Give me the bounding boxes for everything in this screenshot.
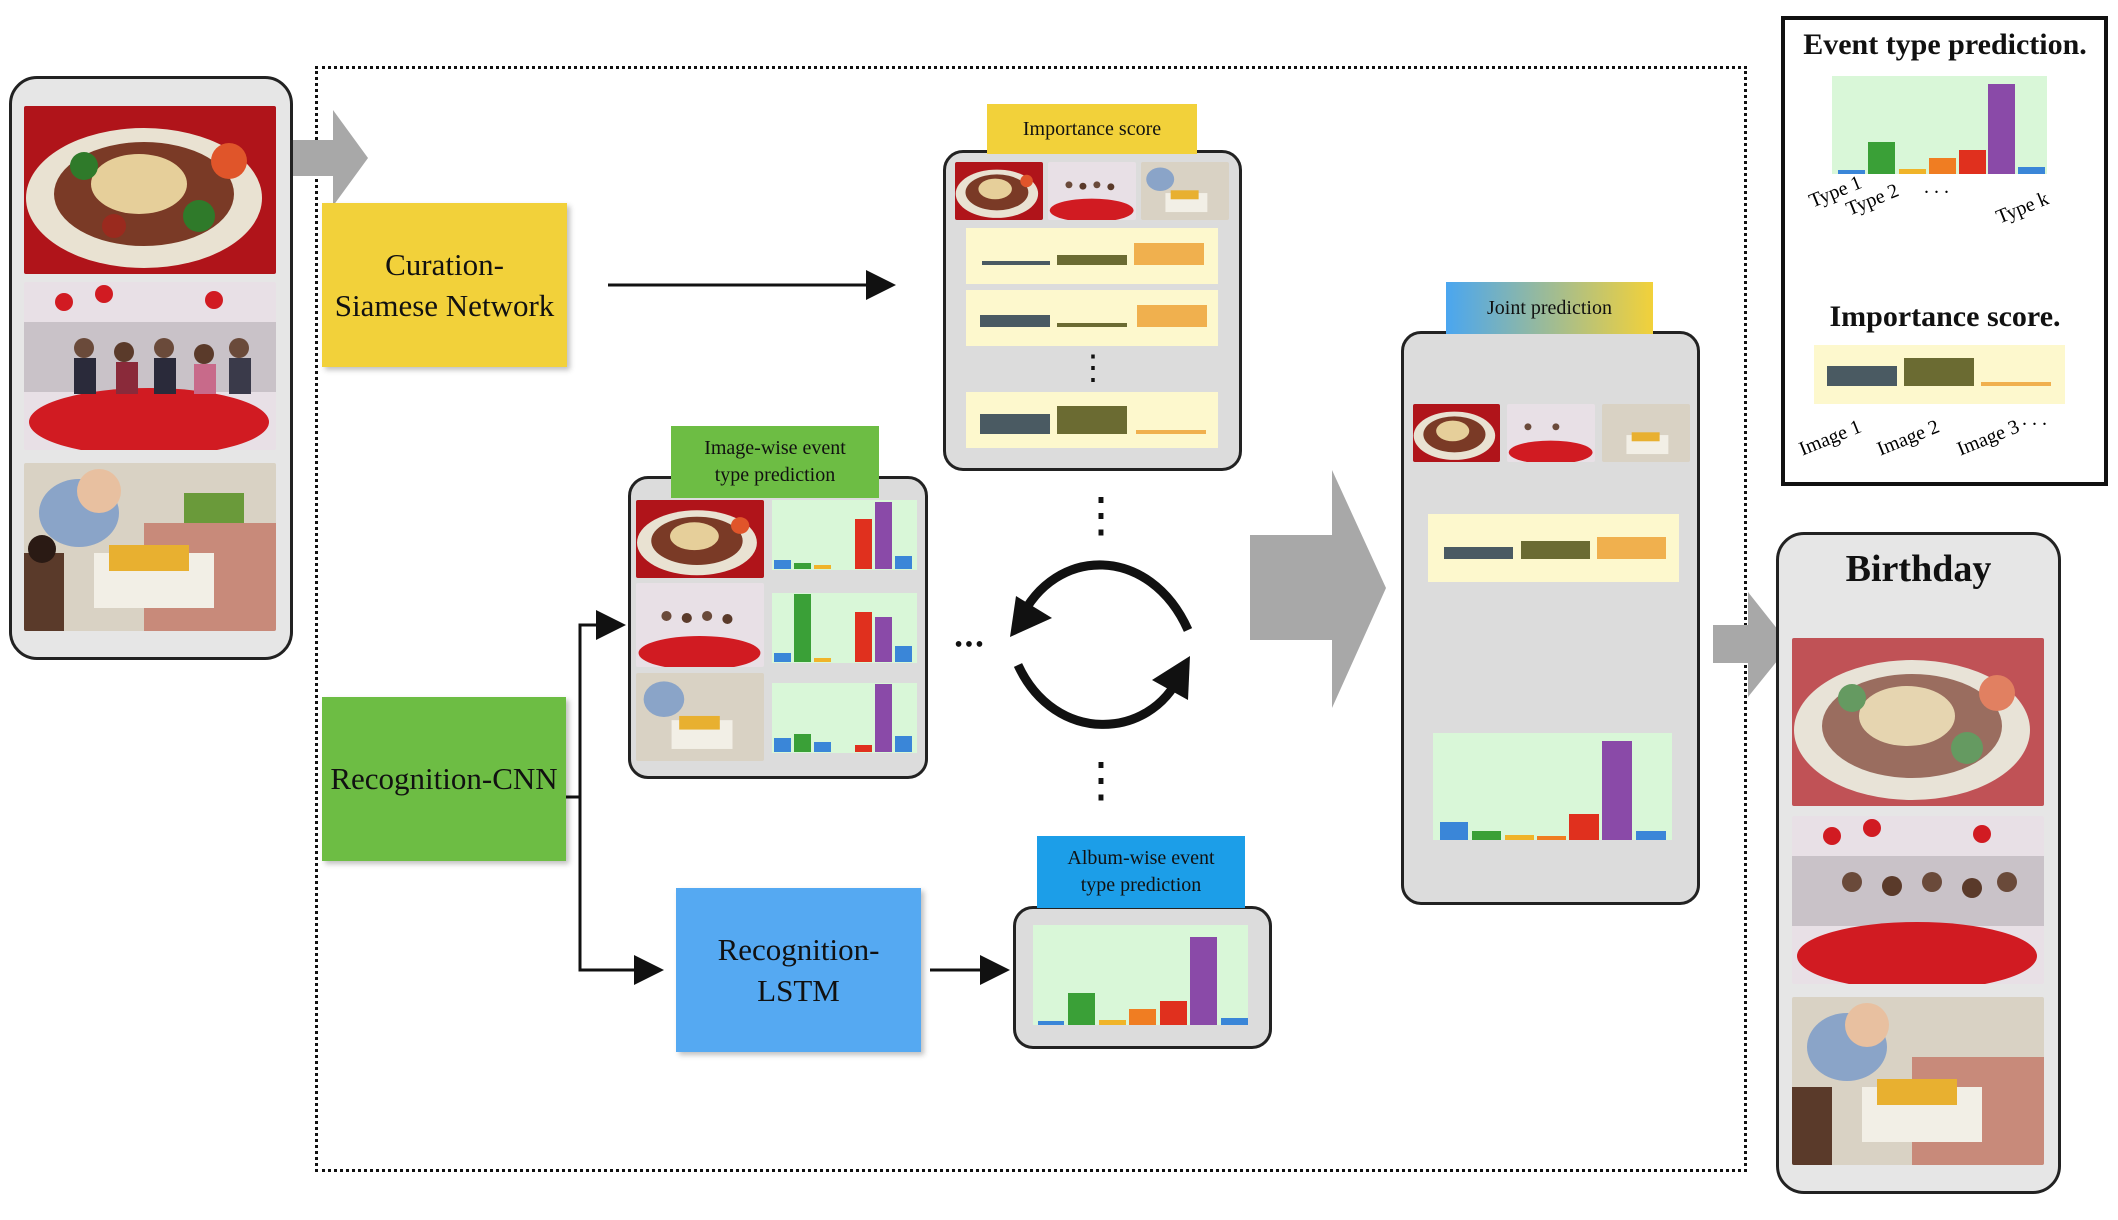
event-bar: [895, 736, 912, 752]
event-bar: [1929, 158, 1956, 174]
input-arrow: [286, 110, 368, 206]
event-bar: [1537, 836, 1566, 840]
event-bar: [1099, 1020, 1126, 1025]
image-wise-thumb-3: [636, 673, 764, 761]
cycle-top-head: [1010, 596, 1052, 637]
event-bar: [1602, 741, 1632, 840]
event-bar: [1899, 169, 1926, 174]
output-photo-banquet-dish: [1792, 638, 2044, 806]
event-bar: [1636, 831, 1666, 840]
event-bar: [1472, 831, 1501, 840]
image-wise-chart-1: [772, 500, 917, 570]
score-bar: [1057, 255, 1127, 265]
score-bar: [1981, 382, 2051, 386]
score-bar: [1134, 243, 1204, 265]
event-bar: [875, 617, 892, 662]
joint-thumb-1: [1413, 404, 1500, 462]
score-bar: [1904, 358, 1974, 386]
event-bar: [1190, 937, 1217, 1025]
input-photo-banquet-dish: [24, 106, 276, 274]
image-wise-thumb-1: [636, 500, 764, 578]
event-bar: [794, 734, 811, 752]
score-bar: [1521, 541, 1590, 559]
score-bar: [1057, 406, 1127, 434]
event-bar: [794, 594, 811, 662]
cycle-top-arrow: [1015, 560, 1193, 632]
output-photo-group-dinner: [1792, 816, 2044, 984]
event-bar: [814, 565, 831, 569]
importance-thumb-2: [1048, 162, 1136, 220]
score-bar: [980, 315, 1050, 327]
output-photo-cake-blowing: [1792, 997, 2044, 1165]
event-bar: [1221, 1018, 1248, 1025]
input-photo-group-dinner: [24, 282, 276, 450]
event-bar: [1569, 814, 1599, 840]
cycle-bottom-head: [1152, 656, 1190, 700]
event-bar: [774, 653, 791, 662]
event-bar: [774, 738, 791, 752]
connector-cnn-branch: [565, 610, 626, 799]
module-curation-siamese: Curation- Siamese Network: [322, 203, 567, 367]
event-bar: [774, 560, 791, 569]
event-bar: [855, 519, 872, 569]
event-bar: [1838, 170, 1865, 174]
joint-event-chart: [1433, 733, 1672, 840]
score-bar: [1444, 547, 1513, 559]
score-bar: [1057, 323, 1127, 327]
score-bar: [1136, 430, 1206, 434]
cycle-vdots-bottom: ⋮: [1077, 754, 1125, 807]
legend-event-tick: . . .: [1924, 176, 1949, 198]
image-wise-tag: Image-wise event type prediction: [671, 426, 879, 498]
event-bar: [855, 745, 872, 752]
image-wise-thumb-2: [636, 583, 764, 667]
importance-vdots: ⋮: [1076, 350, 1110, 387]
module-recognition-lstm: Recognition- LSTM: [676, 888, 921, 1052]
event-bar: [875, 684, 892, 752]
connector-cnn-to-lstm: [578, 797, 664, 985]
event-bar: [875, 502, 892, 569]
legend-box: [1781, 16, 2108, 486]
legend-importance-title: Importance score.: [1829, 300, 2061, 333]
legend-event-title: Event type prediction.: [1803, 28, 2087, 61]
event-bar: [1959, 150, 1986, 174]
event-bar: [2018, 167, 2045, 174]
output-arrow: [1713, 592, 1790, 697]
event-bar: [1868, 142, 1895, 174]
importance-thumb-1: [955, 162, 1043, 220]
album-wise-tag: Album-wise event type prediction: [1037, 836, 1245, 908]
score-bar: [1597, 537, 1666, 559]
cycle-bottom-arrow: [1013, 663, 1185, 729]
event-bar: [1988, 84, 2015, 174]
event-bar: [1160, 1001, 1187, 1025]
event-bar: [1038, 1021, 1064, 1025]
score-bar: [982, 261, 1050, 265]
joint-thumb-3: [1602, 404, 1690, 462]
event-bar: [794, 563, 811, 569]
joint-prediction-tag: Joint prediction: [1446, 282, 1653, 334]
event-bar: [1440, 822, 1468, 840]
event-bar: [895, 556, 912, 569]
event-bar: [814, 742, 831, 752]
score-bar: [980, 414, 1050, 434]
event-bar: [895, 646, 912, 662]
input-photo-cake-blowing: [24, 463, 276, 631]
importance-score-tag: Importance score: [987, 104, 1197, 154]
joint-thumb-2: [1507, 404, 1595, 462]
module-recognition-cnn: Recognition-CNN: [322, 697, 566, 861]
output-event-label: Birthday: [1845, 548, 1992, 590]
cycle-ellipsis: •••: [954, 631, 986, 658]
importance-thumb-3: [1141, 162, 1229, 220]
framework-boundary: [315, 66, 1747, 1172]
event-bar: [1505, 835, 1534, 840]
event-bar: [1129, 1009, 1156, 1025]
event-bar: [855, 612, 872, 662]
event-bar: [1068, 993, 1095, 1025]
legend-importance-tick: . . .: [2022, 408, 2047, 430]
score-bar: [1827, 366, 1897, 386]
event-bar: [814, 658, 831, 662]
fusion-arrow: [1250, 470, 1386, 708]
cycle-vdots-top: ⋮: [1077, 489, 1125, 542]
score-bar: [1137, 305, 1207, 327]
